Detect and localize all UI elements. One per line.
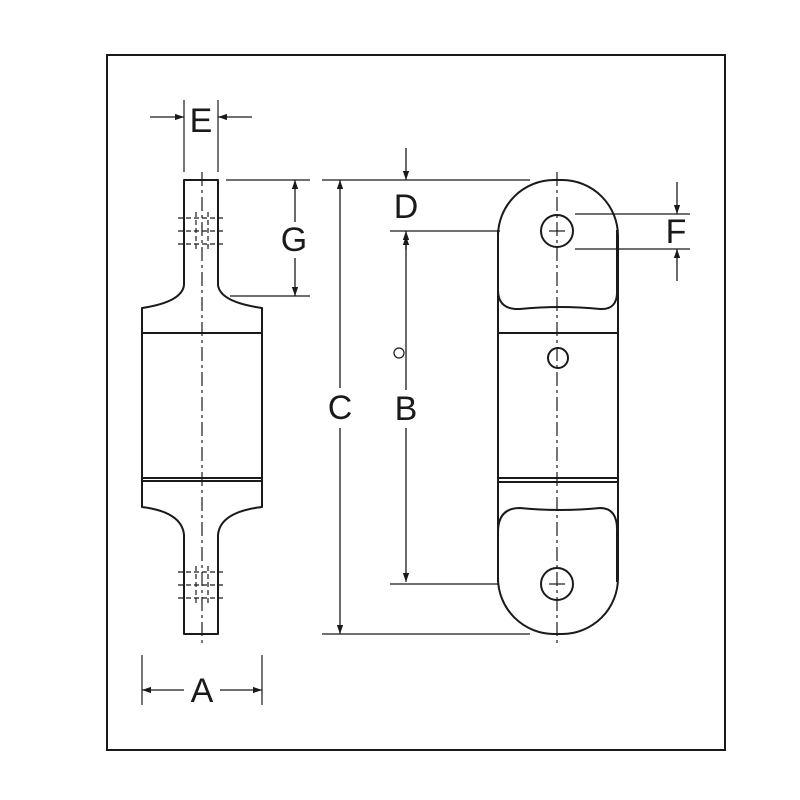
front-view xyxy=(497,172,619,645)
label-b: B xyxy=(395,390,418,428)
top-hole xyxy=(540,214,574,248)
dimension-e: E xyxy=(150,100,252,172)
label-g: G xyxy=(281,221,307,259)
label-f: F xyxy=(666,213,687,251)
dimension-d: D xyxy=(390,148,500,250)
side-view-bottom-tab xyxy=(141,480,263,635)
front-view-outline xyxy=(497,179,619,635)
side-view xyxy=(141,172,263,645)
dimension-g: G xyxy=(226,179,310,297)
label-c: C xyxy=(328,389,353,427)
dimension-b: B xyxy=(390,236,498,585)
label-a: A xyxy=(191,672,214,710)
drawing-frame xyxy=(106,54,726,751)
dimension-f: F xyxy=(575,182,690,281)
dimension-c: C xyxy=(322,179,530,635)
bottom-hole xyxy=(540,567,574,601)
dimension-a: A xyxy=(141,655,263,710)
label-e: E xyxy=(190,102,213,140)
center-pin xyxy=(547,347,569,369)
label-d: D xyxy=(394,188,419,226)
